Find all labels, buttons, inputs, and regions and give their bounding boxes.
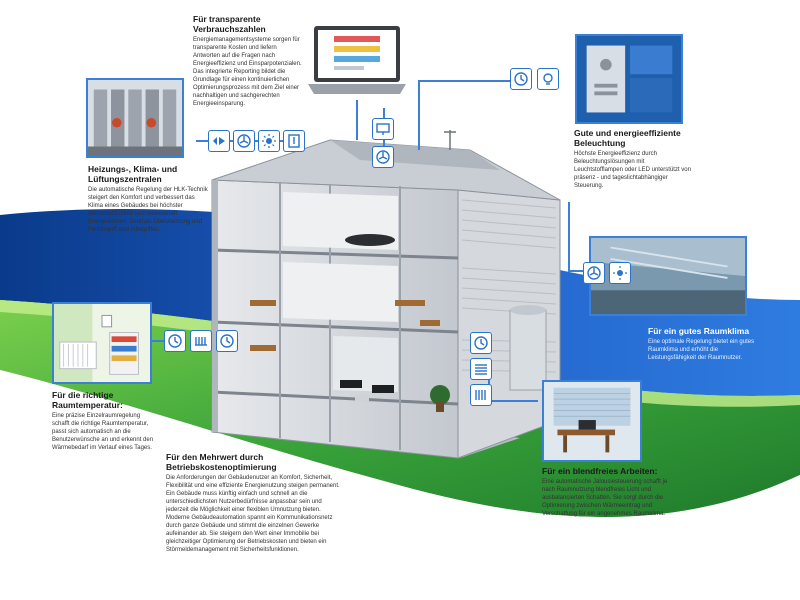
value-body: Die Anforderungen der Gebäudenutzer an K… [166, 475, 340, 553]
connector-line [568, 270, 588, 272]
monitor-icon [372, 118, 394, 140]
fan-icon [233, 130, 255, 152]
value-text: Für den Mehrwert durch Betriebskostenopt… [166, 452, 344, 554]
temperature-body: Eine präzise Einzelraumregelung schafft … [52, 413, 154, 451]
connector-line [418, 80, 510, 82]
connector-line [488, 360, 490, 400]
office-desk-blinds-photo [542, 380, 642, 462]
hvac-text: Heizungs-, Klima- und Lüftungszentralen … [88, 164, 208, 234]
glare-heading: Für ein blendfreies Arbeiten: [542, 466, 658, 476]
blind-icon [470, 358, 492, 380]
climate-heading: Für ein gutes Raumklima [648, 326, 750, 336]
sun-icon [609, 262, 631, 284]
fan-icon [583, 262, 605, 284]
hvac-heading: Heizungs-, Klima- und Lüftungszentralen [88, 164, 178, 184]
connector-line [568, 202, 570, 270]
connector-line [356, 100, 358, 140]
lighting-text: Gute und energieeffiziente Beleuchtung H… [574, 128, 692, 190]
climate-text: Für ein gutes Raumklima Eine optimale Re… [648, 326, 756, 362]
value-heading: Für den Mehrwert durch Betriebskostenopt… [166, 452, 277, 472]
clock-icon [164, 330, 186, 352]
temperature-heading: Für die richtige Raumtemperatur: [52, 390, 123, 410]
blind-icon [470, 384, 492, 406]
light-icon [537, 68, 559, 90]
consumption-body: Energiemanagementsysteme sorgen für tran… [193, 37, 302, 107]
laptop-energy-dashboard [308, 24, 406, 98]
room-radiator-photo [52, 302, 152, 384]
sensor-icon [208, 130, 230, 152]
clock-icon [470, 332, 492, 354]
clock-icon [510, 68, 532, 90]
climate-body: Eine optimale Regelung bietet ein gutes … [648, 339, 755, 361]
connector-line [418, 80, 420, 150]
hvac-plant-room-photo [86, 78, 184, 158]
clock-icon [216, 330, 238, 352]
radiator-icon [190, 330, 212, 352]
connector-line [488, 400, 538, 402]
glare-body: Eine automatische Jalousiesteuerung scha… [542, 479, 668, 517]
consumption-heading: Für transparente Verbrauchszahlen [193, 14, 266, 34]
lighting-control-panel-photo [575, 34, 683, 124]
glare-text: Für ein blendfreies Arbeiten: Eine autom… [542, 466, 670, 518]
hvac-body: Die automatische Regelung der HLK-Techni… [88, 187, 208, 233]
thermostat-icon [283, 130, 305, 152]
lighting-heading: Gute und energieeffiziente Beleuchtung [574, 128, 681, 148]
temperature-text: Für die richtige Raumtemperatur: Eine pr… [52, 390, 156, 452]
fan-icon [372, 146, 394, 168]
lighting-body: Höchste Energieeffizienz durch Beleuchtu… [574, 151, 691, 189]
connector-line [140, 340, 164, 342]
sun-icon [258, 130, 280, 152]
consumption-text: Für transparente Verbrauchszahlen Energi… [193, 14, 305, 108]
